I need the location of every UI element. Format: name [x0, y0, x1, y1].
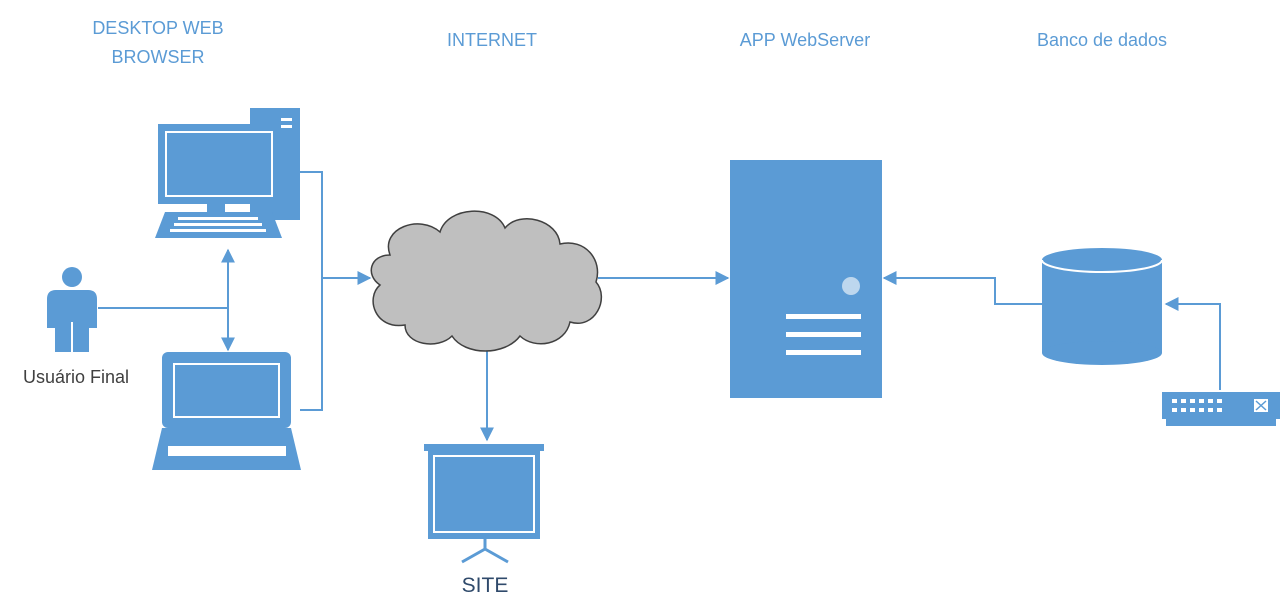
- header-database: Banco de dados: [1037, 30, 1167, 50]
- desktop-computer-icon: [155, 108, 300, 238]
- header-desktop-line2: BROWSER: [111, 47, 204, 67]
- label-site: SITE: [462, 574, 509, 597]
- devices-bracket: [300, 171, 323, 411]
- header-app-server: APP WebServer: [740, 30, 870, 50]
- projection-screen-icon: [424, 444, 544, 564]
- server-icon: [730, 160, 882, 398]
- label-user: Usuário Final: [23, 367, 129, 387]
- connectors: [98, 171, 1221, 442]
- laptop-icon: [152, 352, 301, 470]
- cloud-icon: [370, 210, 603, 352]
- user-icon: [47, 267, 97, 352]
- router-icon: [1162, 392, 1280, 426]
- header-desktop-line1: DESKTOP WEB: [92, 18, 223, 38]
- header-internet: INTERNET: [447, 30, 537, 50]
- router-to-database-arrow: [1164, 297, 1221, 390]
- database-to-server-arrow: [882, 271, 1042, 305]
- database-icon: [1041, 248, 1163, 365]
